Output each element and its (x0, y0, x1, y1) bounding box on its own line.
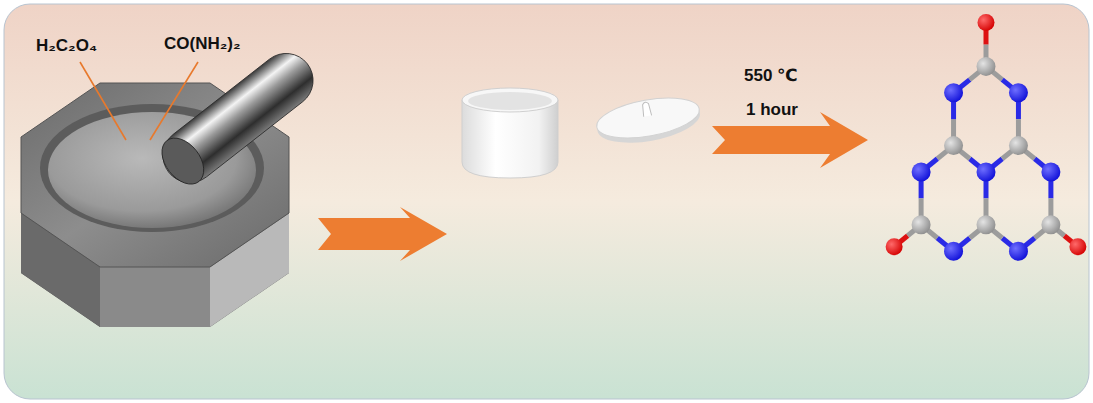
leader-line (80, 62, 126, 140)
atom-ball (912, 215, 931, 234)
label: CO(NH₂)₂ (164, 34, 240, 54)
atom-ball (944, 242, 963, 261)
pestle-body (152, 43, 324, 194)
atom-ball (977, 215, 996, 234)
crucible-inside (468, 92, 552, 110)
atom-ball (1009, 136, 1028, 155)
pestle (152, 43, 324, 194)
process-arrow (712, 112, 868, 168)
atom-ball (912, 163, 931, 182)
crucible (462, 88, 558, 178)
leader-lines (80, 62, 198, 140)
atom-ball (944, 136, 963, 155)
label: H₂C₂O₄ (36, 36, 97, 56)
atom-ball (978, 14, 995, 31)
label: 550 ℃ (744, 66, 798, 86)
atom-ball (886, 238, 903, 255)
label: 1 hour (746, 100, 798, 120)
atom-ball (1009, 242, 1028, 261)
crucible-rim (462, 88, 558, 112)
atom-ball (944, 83, 963, 102)
background-panel (4, 4, 1089, 399)
atom-ball (977, 163, 996, 182)
atom-ball (977, 57, 996, 76)
process-arrow (318, 207, 447, 261)
lid-top (594, 91, 703, 145)
atom-ball (1041, 215, 1060, 234)
atom-ball (1041, 163, 1060, 182)
atom-ball (1009, 83, 1028, 102)
lid-knob (641, 102, 651, 117)
heptazine-molecule (886, 14, 1087, 261)
leader-line (150, 62, 198, 140)
atom-ball (1069, 238, 1086, 255)
mortar-face (100, 267, 210, 327)
crucible-lid (594, 91, 704, 149)
pestle-end (153, 130, 212, 192)
